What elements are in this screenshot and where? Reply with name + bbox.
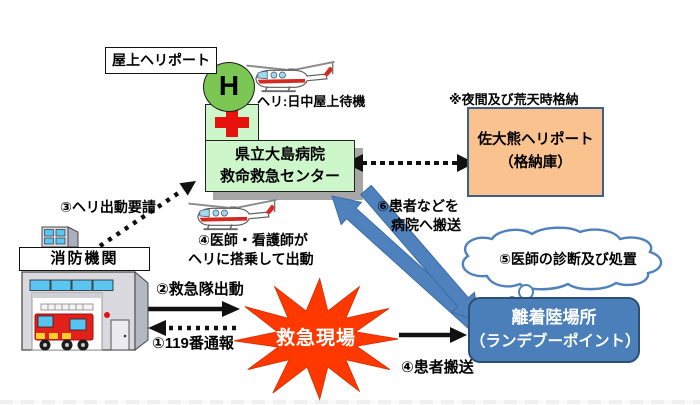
rendezvous-point-box: 離着陸場所 （ランデブーポイント） (468, 297, 641, 363)
step6-line2: 病院へ搬送 (391, 216, 461, 233)
hangar-line1: 佐大熊ヘリポート (477, 131, 594, 148)
hospital-box: 県立大島病院 救命救急センター (205, 140, 355, 192)
hospital-hangar-dashed-arrow (345, 154, 475, 172)
helicopter-icon (188, 198, 277, 231)
step6-transport-label: ⑥患者などを 病院へ搬送 (377, 197, 487, 235)
fire-station-label: 消防機関 (19, 247, 150, 271)
rendezvous-line1: 離着陸場所 (511, 308, 597, 328)
red-cross-icon-bar (215, 117, 249, 128)
step4-patient-transport-label: ④患者搬送 (401, 359, 474, 376)
step4-crew-line1: ④医師・看護師が (198, 232, 308, 248)
bottom-cropped-artifact (0, 400, 700, 404)
patient-transport-arrow (399, 327, 467, 343)
heli-standby-note: ヘリ:日中屋上待機 (257, 94, 366, 109)
step5-diagnosis-label: ⑤医師の診断及び処置 (499, 251, 637, 267)
night-storage-note: ※夜間及び荒天時格納 (449, 92, 579, 107)
hospital-name-line2: 救命救急センター (219, 168, 340, 185)
step3-heli-request-label: ③ヘリ出動要請 (60, 199, 156, 215)
fire-truck-icon (34, 303, 94, 351)
ambulance-dispatch-arrow (148, 301, 240, 317)
step6-line1: ⑥患者などを (377, 198, 459, 214)
step2-dispatch-label: ②救急隊出動 (156, 281, 244, 298)
rooftop-heliport-label: 屋上ヘリポート (105, 47, 217, 74)
diagnosis-cloud (461, 226, 663, 306)
step4-crew-line2: ヘリに搭乗して出動 (188, 250, 314, 267)
emergency-call-dotted-arrow (148, 320, 236, 336)
rendezvous-line2: （ランデブーポイント） (470, 333, 641, 351)
hangar-line2: （格納庫） (499, 155, 572, 171)
emergency-scene-label: 救急現場 (275, 328, 356, 349)
step4-crew-label: ④医師・看護師が ヘリに搭乗して出動 (188, 231, 318, 269)
heli-request-dotted-arrow (98, 181, 196, 248)
hangar-box: 佐大熊ヘリポート （格納庫） (467, 107, 604, 197)
helicopter-icon (246, 60, 335, 93)
hospital-name-line1: 県立大島病院 (234, 146, 325, 164)
step1-call-label: ①119番通報 (152, 335, 234, 352)
fire-station-illustration (21, 226, 149, 352)
emergency-scene-starburst (234, 277, 399, 401)
